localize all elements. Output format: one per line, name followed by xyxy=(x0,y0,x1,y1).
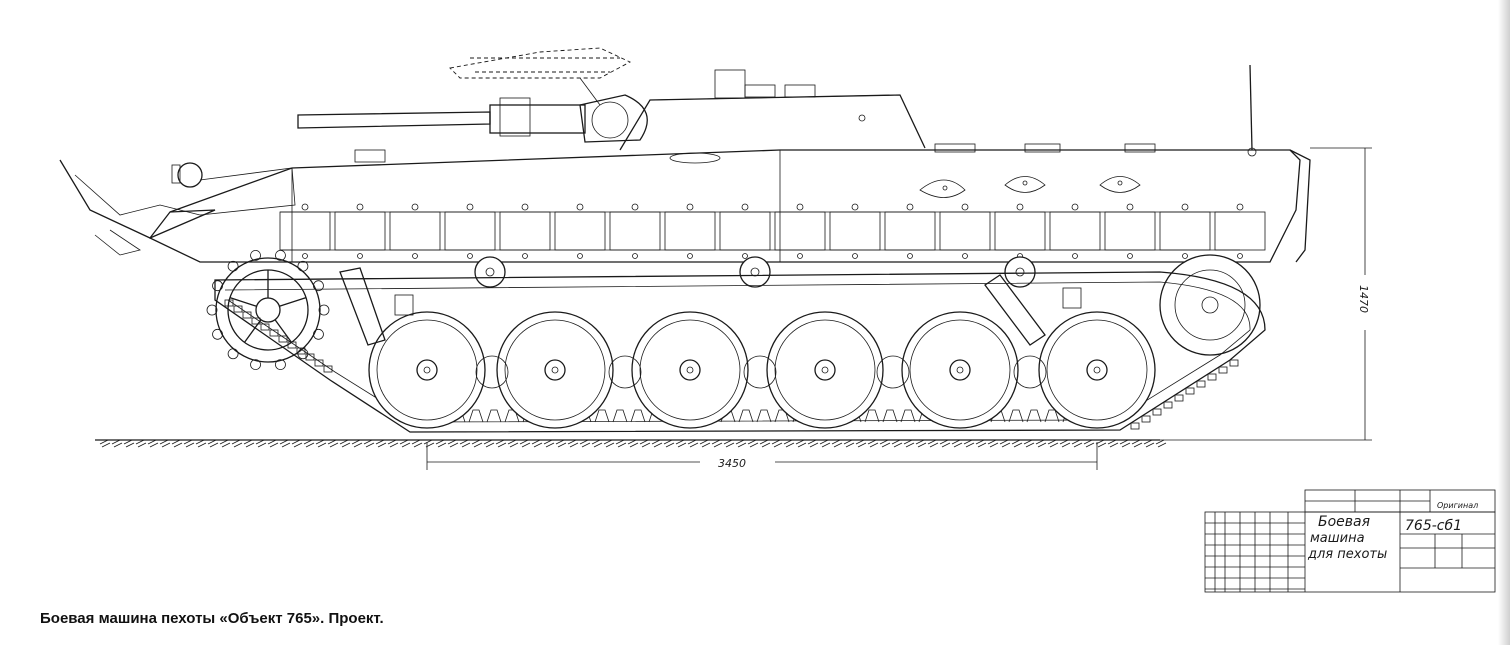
return-roller xyxy=(739,256,771,288)
fender-panel xyxy=(1049,211,1101,251)
fender-panels xyxy=(279,203,1266,259)
fender-panel xyxy=(994,211,1046,251)
title-name-line2: машина xyxy=(1310,531,1365,546)
road-wheel xyxy=(1038,311,1156,429)
return-roller xyxy=(1004,256,1036,288)
fender-panel xyxy=(719,211,771,251)
figure-caption: Боевая машина пехоты «Объект 765». Проек… xyxy=(40,610,384,627)
ground-line xyxy=(95,439,1167,448)
title-block xyxy=(1204,489,1496,593)
fender-panel xyxy=(1214,211,1266,251)
fender-panel xyxy=(829,211,881,251)
fender-panel xyxy=(884,211,936,251)
length-dimension-label: 3450 xyxy=(718,457,746,470)
road-wheel xyxy=(368,311,486,429)
fender-panel xyxy=(554,211,606,251)
title-name-line3: для пехоты xyxy=(1307,547,1387,562)
title-name-line1: Боевая xyxy=(1318,514,1370,530)
page-edge-shadow xyxy=(1498,0,1510,645)
dimension-height xyxy=(1160,147,1372,441)
idler-wheel xyxy=(1159,254,1261,356)
fender-panel xyxy=(334,211,386,251)
dimension-length xyxy=(426,442,1098,470)
fender-panel xyxy=(609,211,661,251)
title-designation: 765-сб1 xyxy=(1405,518,1462,534)
road-wheel xyxy=(901,311,1019,429)
fender-panel xyxy=(939,211,991,251)
drive-sprocket xyxy=(206,250,330,370)
fender-panel xyxy=(444,211,496,251)
height-dimension-label: 1470 xyxy=(1357,285,1370,313)
fender-panel xyxy=(389,211,441,251)
fender-panel xyxy=(1159,211,1211,251)
title-original-label: Оригинал xyxy=(1437,501,1478,510)
fender-panel xyxy=(774,211,826,251)
shock-absorbers xyxy=(339,267,1082,346)
road-wheel xyxy=(496,311,614,429)
road-wheels xyxy=(368,311,1156,429)
turret xyxy=(297,47,1257,157)
road-wheel xyxy=(766,311,884,429)
return-rollers xyxy=(474,256,1036,288)
fender-panel xyxy=(664,211,716,251)
fender-panel xyxy=(499,211,551,251)
fender-panel xyxy=(1104,211,1156,251)
hull xyxy=(59,143,1311,263)
fender-panel xyxy=(279,211,331,251)
return-roller xyxy=(474,256,506,288)
road-wheel xyxy=(631,311,749,429)
